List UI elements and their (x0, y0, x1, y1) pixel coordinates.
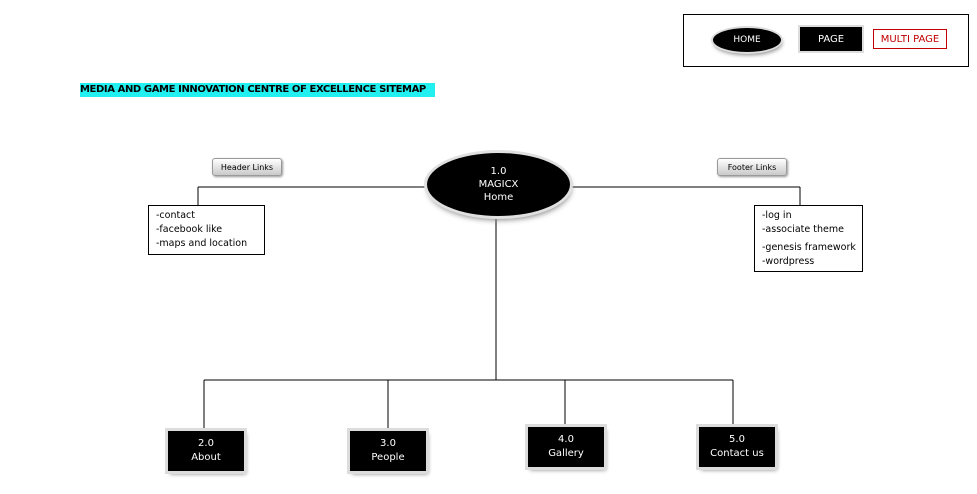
header-links-button[interactable]: Header Links (212, 158, 282, 176)
header-links-list: -contact -facebook like -maps and locati… (148, 205, 265, 255)
page-number: 3.0 (380, 438, 396, 449)
list-item: -wordpress (762, 256, 815, 267)
page-node-people[interactable]: 3.0 People (347, 428, 429, 474)
list-item: -maps and location (156, 238, 248, 249)
home-label: Home (483, 192, 514, 203)
list-item: -genesis framework (762, 242, 856, 253)
list-item: -facebook like (156, 224, 223, 235)
page-number: 4.0 (558, 434, 574, 445)
page-node-contact-us[interactable]: 5.0 Contact us (696, 424, 778, 470)
page-node-gallery[interactable]: 4.0 Gallery (525, 424, 607, 470)
legend-box (683, 14, 969, 67)
page-number: 2.0 (198, 438, 214, 449)
home-number: 1.0 (490, 166, 507, 177)
list-item: -log in (762, 210, 792, 221)
page-number: 5.0 (729, 434, 745, 445)
legend-home-shape: HOME (713, 28, 781, 52)
home-node[interactable]: 1.0 MAGICX Home (427, 153, 570, 216)
page-label: About (191, 452, 221, 463)
sitemap-title: MEDIA AND GAME INNOVATION CENTRE OF EXCE… (80, 83, 435, 97)
home-name: MAGICX (478, 179, 519, 190)
page-label: People (371, 452, 405, 463)
footer-links-button[interactable]: Footer Links (717, 158, 787, 176)
legend-page-shape: PAGE (800, 27, 862, 51)
footer-links-list: -log in -associate theme -genesis framew… (754, 205, 863, 272)
page-node-about[interactable]: 2.0 About (165, 428, 247, 474)
list-item: -contact (156, 210, 195, 221)
page-label: Contact us (710, 448, 764, 459)
page-label: Gallery (548, 448, 584, 459)
list-item: -associate theme (762, 224, 844, 235)
legend-multi-page-shape: MULTI PAGE (873, 29, 947, 49)
